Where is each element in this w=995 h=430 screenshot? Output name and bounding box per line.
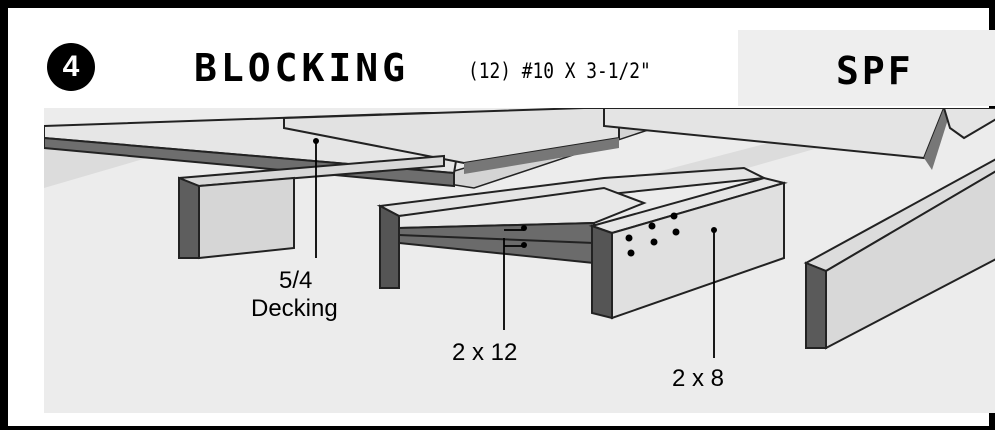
blocking-illustration: 5/4 Decking 2 x 12 2 x 8 — [44, 108, 995, 413]
blocking-diagram: 5/4 Decking 2 x 12 2 x 8 — [44, 108, 995, 413]
step-title: BLOCKING — [194, 46, 410, 90]
blocking-label: 2 x 12 — [452, 339, 517, 366]
material-label: SPF — [836, 49, 914, 93]
decking-label-size: 5/4 — [279, 267, 312, 294]
blocking-top — [398, 186, 647, 230]
center-joist-assembly — [376, 166, 788, 320]
decking-label-name: Decking — [251, 295, 338, 322]
screw-holes — [625, 212, 680, 257]
material-box — [738, 30, 995, 106]
step-number-badge: 4 — [47, 43, 95, 91]
step-header: 4 BLOCKING (12) #10 X 3-1/2" SPF — [16, 16, 995, 108]
joist-label: 2 x 8 — [672, 365, 724, 392]
fastener-spec: (12) #10 X 3-1/2" — [468, 59, 651, 83]
left-joist — [178, 154, 445, 260]
right-joist — [803, 158, 995, 350]
